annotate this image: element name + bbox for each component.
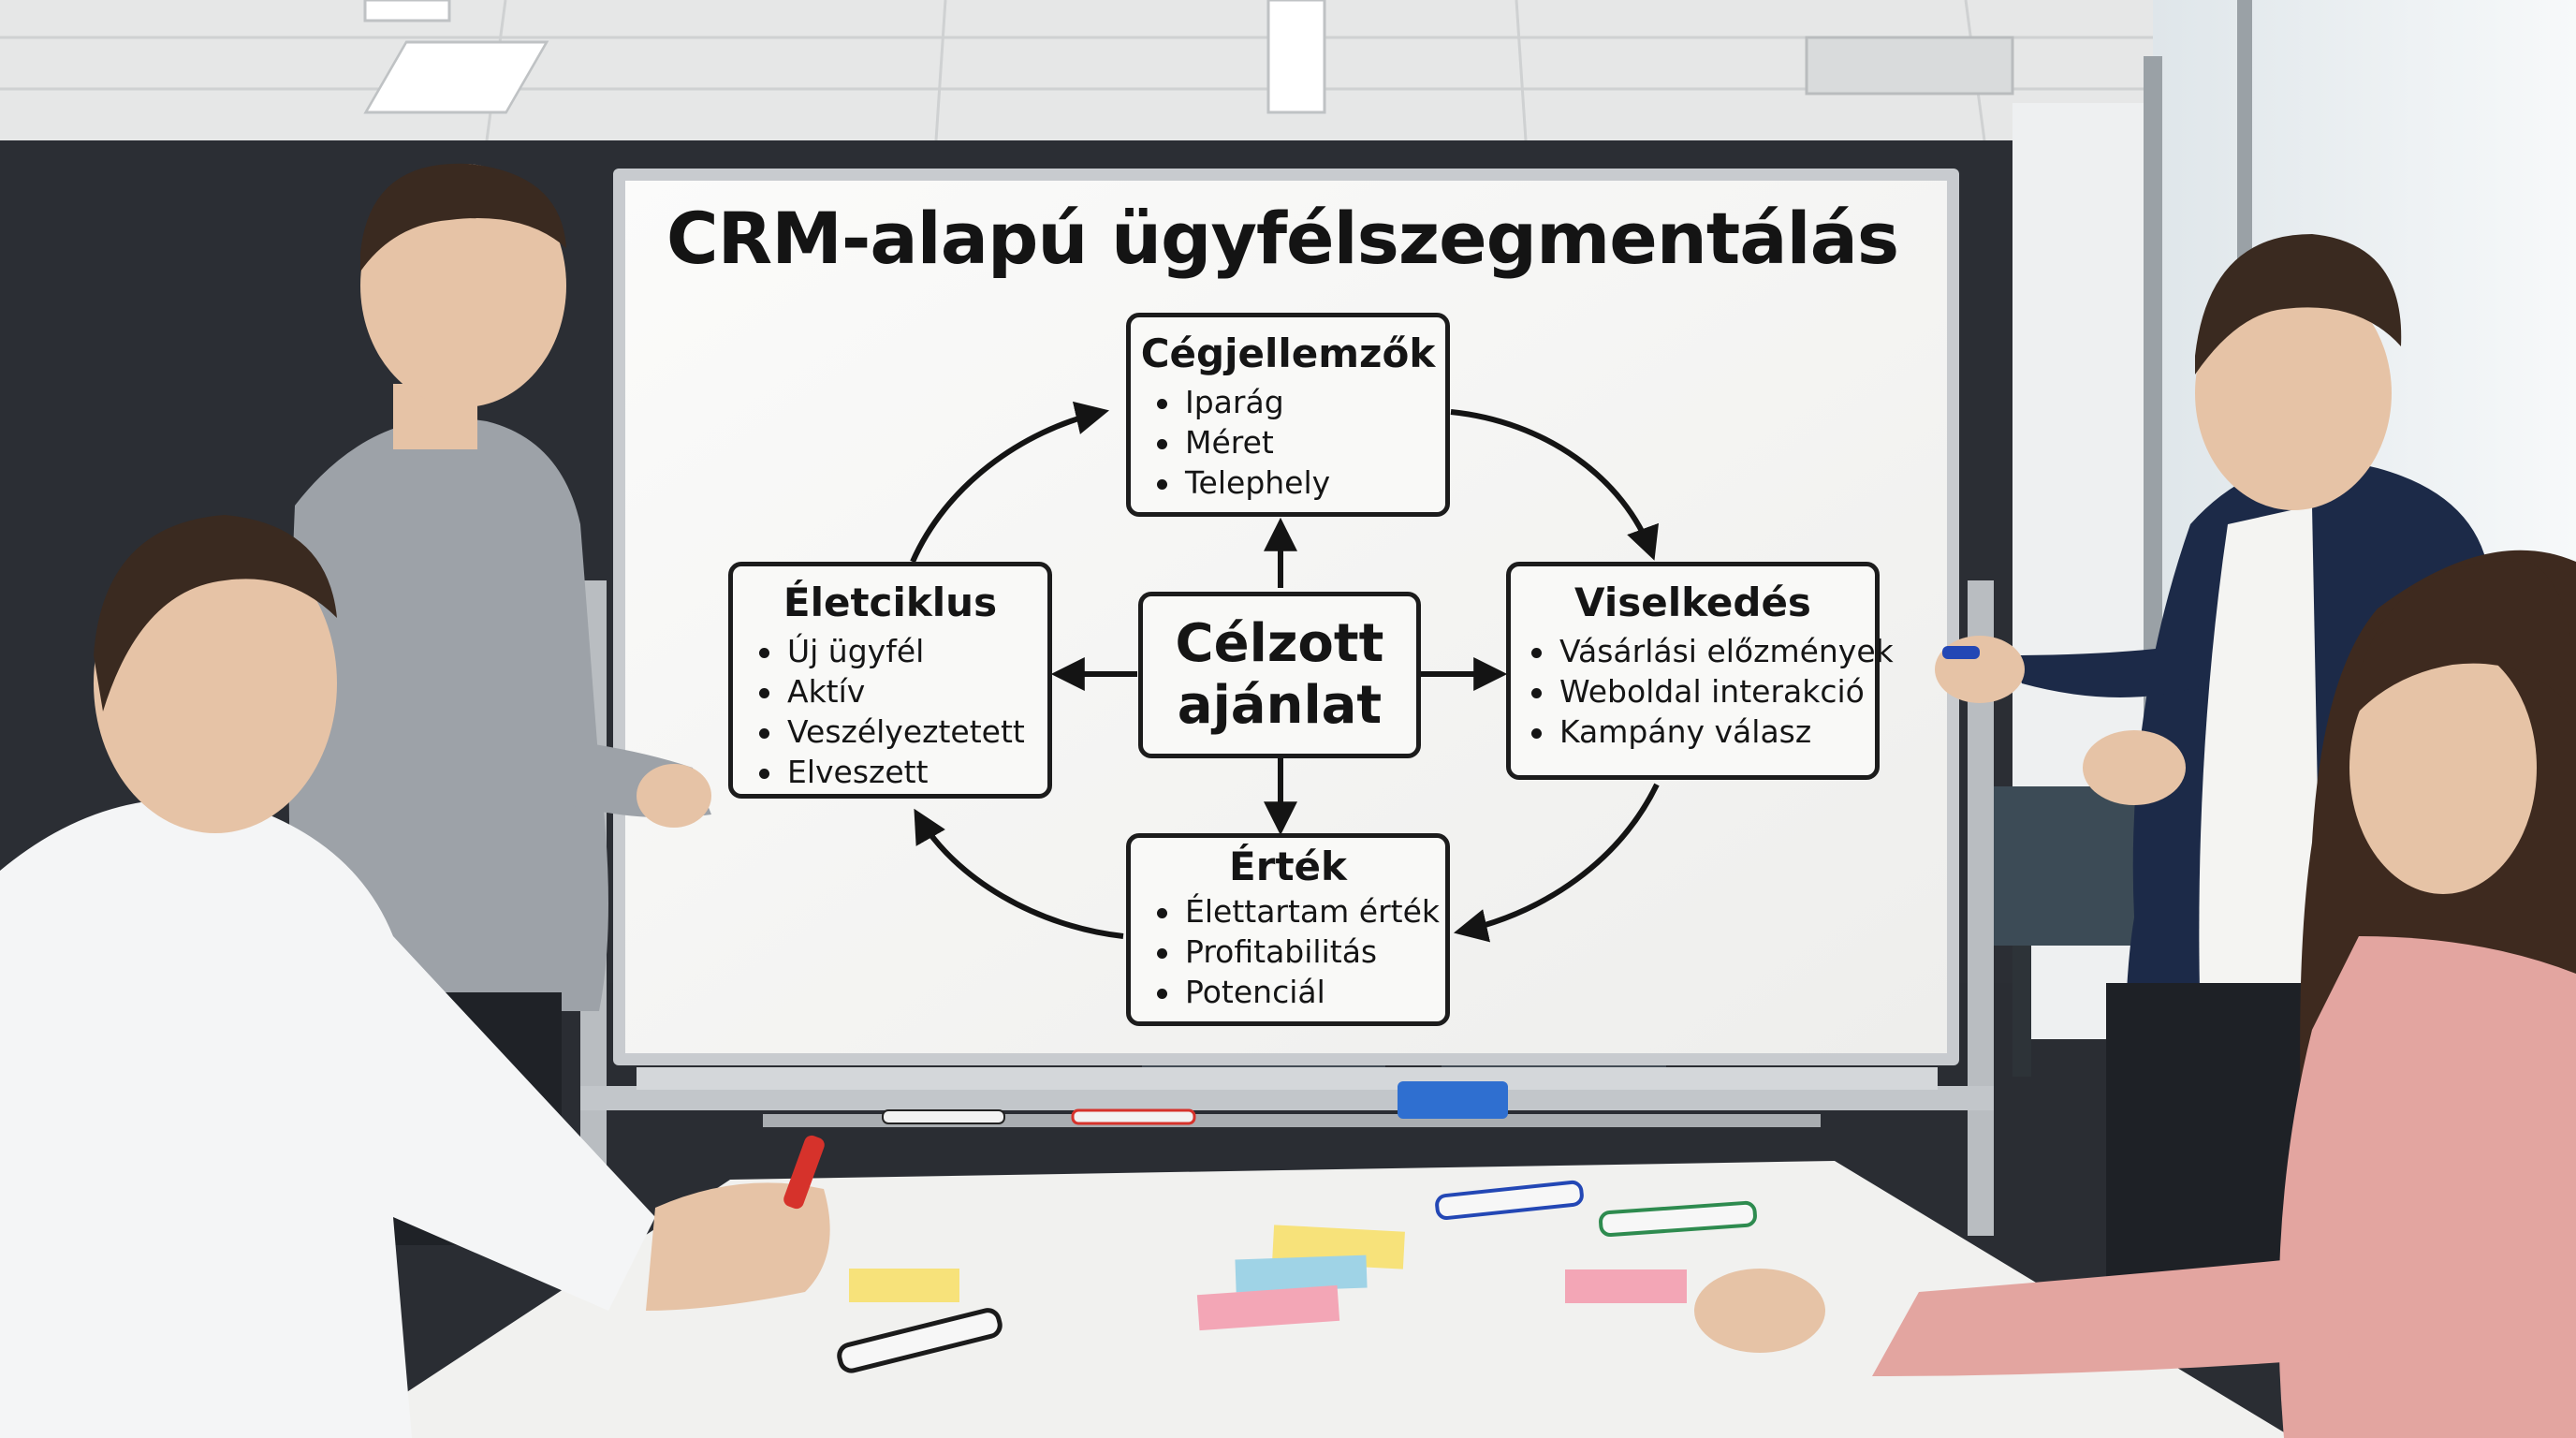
center-label: Célzott ajánlat bbox=[1175, 613, 1384, 736]
list-item: Iparág bbox=[1157, 382, 1445, 422]
ceiling-light bbox=[363, 40, 549, 114]
sticky-note bbox=[1196, 1284, 1340, 1331]
table-items bbox=[837, 1180, 1757, 1373]
held-marker bbox=[783, 1135, 825, 1210]
list-item: Weboldal interakció bbox=[1531, 671, 1875, 712]
node-heading: Cégjellemzők bbox=[1140, 330, 1436, 376]
list-item: Új ügyfél bbox=[759, 631, 1047, 671]
marker bbox=[837, 1308, 1003, 1373]
ceiling-light bbox=[363, 0, 451, 22]
cycle-arrow-top-to-right bbox=[1450, 409, 1659, 561]
node-item-list: Új ügyfél Aktív Veszélyeztetett Elveszet… bbox=[733, 631, 1047, 792]
whiteboard-marker bbox=[1071, 1108, 1196, 1125]
list-item: Kampány válasz bbox=[1531, 712, 1875, 752]
list-item: Méret bbox=[1157, 422, 1445, 462]
cycle-arrow-right-to-bottom bbox=[1453, 783, 1660, 943]
node-behavior: Viselkedés Vásárlási előzmények Weboldal… bbox=[1506, 562, 1894, 780]
attendee-left bbox=[0, 515, 830, 1438]
list-item: Elveszett bbox=[759, 752, 1047, 792]
sticky-note bbox=[849, 1269, 959, 1302]
diagram-arrows bbox=[910, 401, 1660, 943]
list-item: Aktív bbox=[759, 671, 1047, 712]
cycle-arrow-bottom-to-left bbox=[914, 808, 1124, 939]
whiteboard-title: CRM-alapú ügyfélszegmentálás bbox=[666, 197, 1899, 280]
node-targeted-offer: Célzott ajánlat bbox=[1138, 592, 1421, 758]
eraser bbox=[1398, 1081, 1508, 1119]
node-heading: Érték bbox=[1229, 844, 1347, 889]
attendee-right bbox=[1694, 550, 2576, 1438]
node-item-list: Vásárlási előzmények Weboldal interakció… bbox=[1511, 631, 1894, 752]
list-item: Vásárlási előzmények bbox=[1531, 633, 1894, 669]
list-item: Telephely bbox=[1157, 462, 1445, 503]
list-item: Élettartam érték bbox=[1157, 891, 1445, 932]
node-item-list: Élettartam érték Profitabilitás Potenciá… bbox=[1131, 891, 1445, 1012]
node-item-list: Iparág Méret Telephely bbox=[1131, 382, 1445, 503]
whiteboard-stand bbox=[580, 580, 1994, 1236]
sticky-note bbox=[1565, 1269, 1687, 1303]
marker bbox=[1435, 1180, 1584, 1220]
ceiling-vent bbox=[1805, 36, 2014, 95]
node-value: Érték Élettartam érték Profitabilitás Po… bbox=[1126, 833, 1450, 1026]
list-item: Potenciál bbox=[1157, 972, 1445, 1012]
node-company-attributes: Cégjellemzők Iparág Méret Telephely bbox=[1126, 313, 1450, 517]
list-item: Veszélyeztetett bbox=[759, 712, 1047, 752]
cycle-arrow-left-to-top bbox=[910, 401, 1110, 564]
marker bbox=[1599, 1200, 1757, 1238]
tray-items bbox=[882, 1081, 1508, 1125]
node-heading: Viselkedés bbox=[1574, 580, 1811, 625]
node-heading: Életciklus bbox=[783, 580, 998, 625]
ceiling-light bbox=[1266, 0, 1326, 114]
held-marker bbox=[1942, 646, 1980, 659]
sticky-note bbox=[1235, 1255, 1368, 1293]
whiteboard-tray bbox=[637, 1067, 1938, 1090]
list-item: Profitabilitás bbox=[1157, 932, 1445, 972]
node-lifecycle: Életciklus Új ügyfél Aktív Veszélyeztete… bbox=[728, 562, 1052, 799]
whiteboard-marker bbox=[882, 1109, 1005, 1124]
